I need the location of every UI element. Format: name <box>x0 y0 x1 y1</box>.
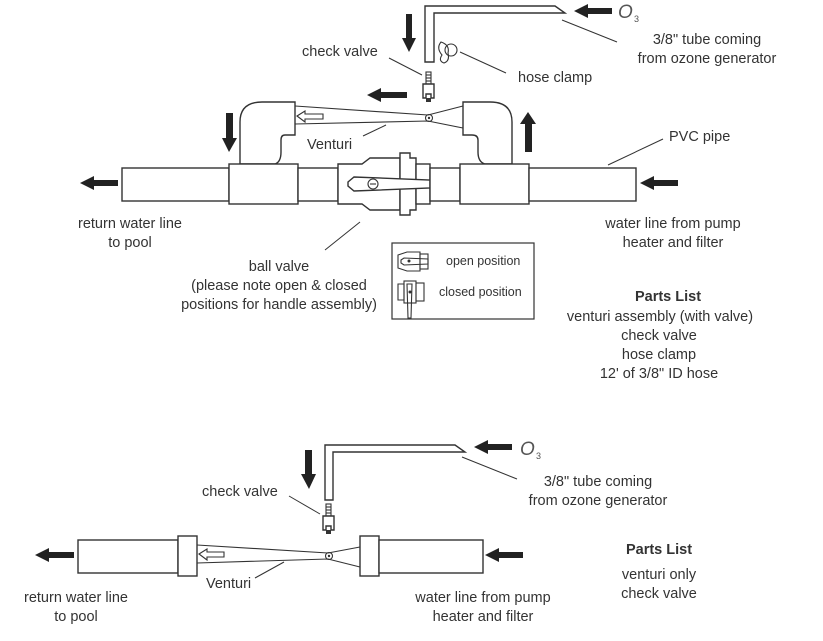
ball-valve-label-line3: positions for handle assembly) <box>181 297 377 313</box>
check-valve-leader-line <box>288 495 321 515</box>
ozone-flow-arrow <box>574 4 612 18</box>
ball-valve-label-line1: ball valve <box>249 259 309 275</box>
supply-label-line1: water line from pump <box>414 590 550 606</box>
parts-list-item: venturi only <box>622 567 697 583</box>
ball-valve <box>337 152 431 216</box>
venturi-hollow-arrow <box>296 110 324 124</box>
supply-pipe <box>378 539 484 574</box>
valve-position-legend: open position closed position <box>391 242 535 320</box>
tube-label-line1: 3/8" tube coming <box>544 474 652 490</box>
down-flow-arrow <box>301 450 316 489</box>
right-coupling <box>359 535 380 577</box>
ozone-flow-arrow <box>474 440 512 454</box>
return-pipe <box>121 167 230 202</box>
parts-list-item: check valve <box>621 586 697 602</box>
tube-label-line1: 3/8" tube coming <box>653 32 761 48</box>
ozone-symbol: O <box>520 439 535 460</box>
supply-pipe <box>528 167 637 202</box>
check-valve-leader-line <box>388 57 423 76</box>
supply-label-line2: heater and filter <box>623 235 724 251</box>
supply-flow-arrow <box>485 548 523 562</box>
return-flow-arrow <box>35 548 74 562</box>
venturi-flow-arrow <box>367 88 407 102</box>
venturi-leader-line <box>254 561 285 579</box>
check-valve-icon <box>422 71 435 102</box>
ozone-tube <box>424 5 568 63</box>
open-position-label: open position <box>446 254 520 268</box>
tube-label-line2: from ozone generator <box>638 51 777 67</box>
venturi-body <box>294 105 464 129</box>
right-tee-fitting <box>459 163 530 205</box>
pvc-pipe-label: PVC pipe <box>669 129 730 145</box>
venturi-body <box>196 544 361 568</box>
left-elbow <box>239 101 296 165</box>
return-label-line2: to pool <box>108 235 152 251</box>
parts-list-item: venturi assembly (with valve) <box>567 309 753 325</box>
hose-clamp-label: hose clamp <box>518 70 592 86</box>
check-valve-label: check valve <box>202 484 278 500</box>
return-flow-arrow <box>80 176 118 190</box>
parts-list-item: 12' of 3/8" ID hose <box>600 366 718 382</box>
parts-list-title: Parts List <box>626 542 692 558</box>
parts-list-2: Parts List venturi only check valve <box>621 542 697 602</box>
supply-label-line1: water line from pump <box>604 216 740 232</box>
pipe-segment <box>429 167 461 202</box>
ozone-tube <box>324 444 468 501</box>
parts-list-1: Parts List venturi assembly (with valve)… <box>567 289 753 382</box>
venturi-label: Venturi <box>307 137 352 153</box>
down-flow-arrow <box>402 14 416 52</box>
left-down-arrow <box>222 113 237 152</box>
ozone-subscript: 3 <box>536 451 541 461</box>
closed-position-label: closed position <box>439 285 522 299</box>
parts-list-item: check valve <box>621 328 697 344</box>
ozone-subscript: 3 <box>634 14 639 24</box>
ball-valve-label-line2: (please note open & closed <box>191 278 367 294</box>
check-valve-label: check valve <box>302 44 378 60</box>
venturi-label: Venturi <box>206 576 251 592</box>
pipe-segment <box>297 167 339 202</box>
parts-list-title: Parts List <box>635 289 701 305</box>
diagram-venturi-only: O 3 3/8" tube coming from ozone generato… <box>24 439 697 625</box>
tube-leader-line <box>461 456 518 480</box>
open-position-icon <box>397 251 429 272</box>
venturi-hollow-arrow <box>198 548 225 562</box>
diagram-venturi-assembly: O 3 3/8" tube coming from ozone generato… <box>78 2 776 382</box>
tube-leader-line <box>561 19 618 43</box>
check-valve-icon <box>322 503 335 534</box>
return-label-line2: to pool <box>54 609 98 625</box>
return-label-line1: return water line <box>78 216 182 232</box>
tube-label-line2: from ozone generator <box>529 493 668 509</box>
return-label-line1: return water line <box>24 590 128 606</box>
venturi-leader-line <box>362 124 387 137</box>
parts-list-item: hose clamp <box>622 347 696 363</box>
ball-valve-leader-line <box>324 221 361 251</box>
supply-flow-arrow <box>640 176 678 190</box>
pvc-pipe-leader-line <box>607 138 664 166</box>
supply-label-line2: heater and filter <box>433 609 534 625</box>
right-elbow <box>462 101 513 165</box>
hose-clamp-icon <box>438 41 458 64</box>
hose-clamp-leader-line <box>459 51 507 74</box>
ozone-symbol: O <box>618 2 633 23</box>
right-up-arrow <box>520 112 536 152</box>
left-coupling <box>177 535 198 577</box>
left-tee-fitting <box>228 163 299 205</box>
closed-position-icon <box>397 280 425 319</box>
return-pipe <box>77 539 179 574</box>
